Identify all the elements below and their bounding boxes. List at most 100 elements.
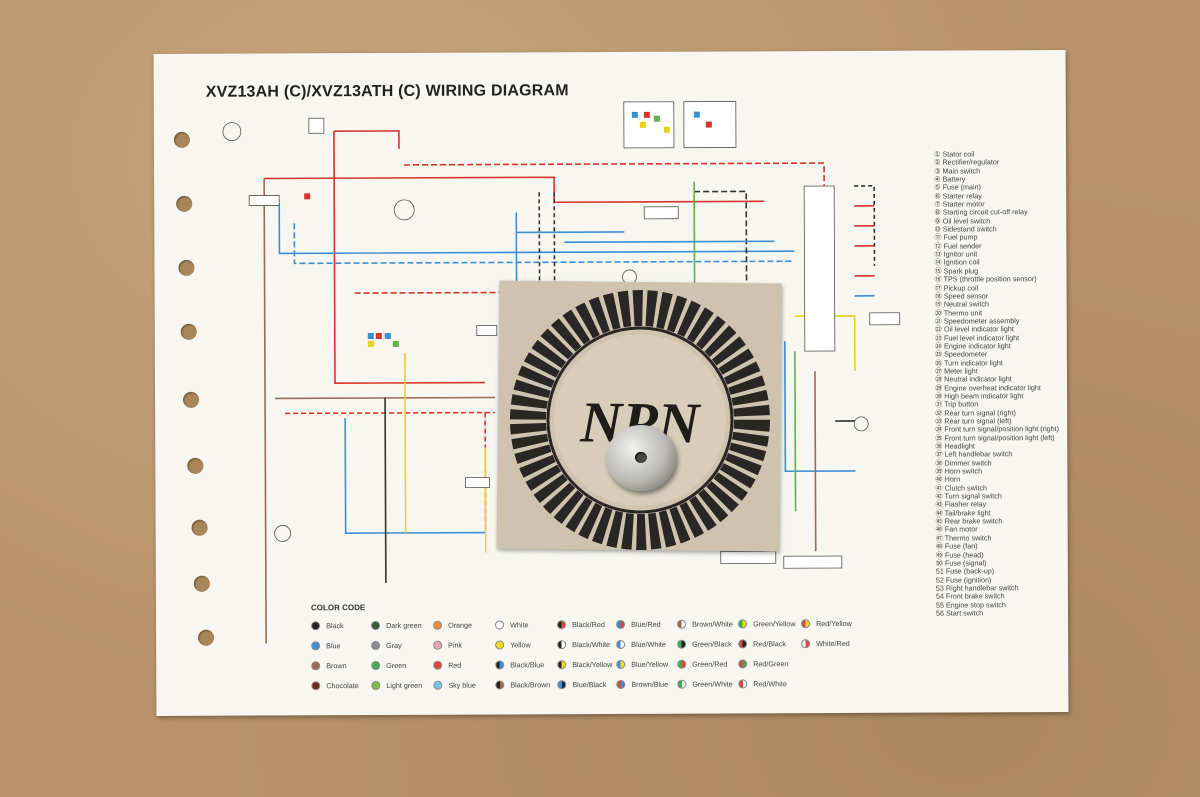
color-code-item: Black/White [557,638,610,650]
color-code-item: Black/Brown [495,678,550,690]
color-code-label: Yellow [510,639,531,649]
color-code-item: Light green [371,679,422,691]
color-code-label: Brown [326,660,347,670]
wire-color-swatch [616,679,626,689]
wire-color-swatch [433,640,443,650]
color-code-item: White [495,618,528,630]
wire-color-swatch [311,640,321,650]
color-code-item: Gray [371,639,402,651]
wire-color-swatch [677,639,687,649]
color-code-title: COLOR CODE [310,603,366,613]
color-code-label: Green/Black [692,638,732,649]
color-code-label: Red/Yellow [816,618,852,628]
wire-color-swatch [557,659,567,669]
color-code-item: Black [311,619,344,631]
color-code-label: Black/Red [572,619,605,629]
npn-sticker: NPN [496,280,782,552]
wire-color-swatch [677,679,687,689]
color-code-item: Blue/White [616,638,666,650]
color-code-item: Pink [433,639,462,651]
wire-color-swatch [801,618,811,628]
color-code-label: Green [386,660,407,670]
color-code-item: Red/Yellow [801,617,852,629]
wire-color-swatch [677,659,687,669]
wire-color-swatch [433,620,443,630]
color-code-label: Blue/Yellow [631,659,669,669]
color-code-label: White [510,619,529,629]
color-code-item: White/Red [801,637,850,649]
color-code-label: Brown/White [692,618,733,629]
wire-color-swatch [557,679,567,689]
legend-item: 56 Start switch [935,608,984,618]
color-code-label: Light green [386,680,423,690]
color-code-item: Chocolate [311,679,359,691]
color-code-item: Red/Green [738,657,788,669]
wire-color-swatch [738,678,748,688]
color-code-item: Blue [311,639,341,651]
tire-rim [546,326,734,514]
color-code-item: Blue/Black [557,678,606,690]
color-code-label: Orange [448,620,473,630]
color-code-item: Green/Black [677,637,732,649]
color-code-label: Blue/Red [631,619,661,629]
color-code-label: Red/Green [753,658,789,668]
wire-color-swatch [495,619,505,630]
color-code-label: Blue [326,640,341,650]
color-code-item: Brown [311,659,347,671]
wire-color-swatch [495,659,505,670]
color-code-item: Brown/Blue [616,678,668,690]
color-code-item: Sky blue [433,679,476,691]
color-code-item: Brown/White [677,617,733,629]
color-code-label: Green/Red [692,658,728,669]
color-code-label: Sky blue [448,680,476,690]
wire-color-swatch [311,660,321,670]
color-code-item: Black/Blue [495,658,544,670]
wire-color-swatch [738,638,748,648]
color-code-label: Black/Brown [510,679,551,689]
wire-color-swatch [616,619,626,629]
color-code-label: Chocolate [326,680,359,690]
wire-color-swatch [371,660,381,670]
wire-color-swatch [495,639,505,650]
color-code-label: Red/White [753,678,787,688]
color-code-label: Blue/White [631,639,666,649]
wire-color-swatch [557,619,567,629]
wire-color-swatch [616,659,626,669]
color-code-item: Blue/Red [616,618,661,630]
color-code-item: Green/White [677,677,733,689]
color-code-label: White/Red [816,638,850,648]
color-code-label: Gray [386,640,402,650]
wire-color-swatch [616,639,626,649]
color-code-item: Black/Red [557,618,605,630]
color-code-item: Black/Yellow [557,658,612,670]
color-code-item: Orange [433,619,472,631]
wire-color-swatch [371,620,381,630]
wire-color-swatch [801,638,811,648]
tire-center [553,334,726,507]
color-code-item: Green/Yellow [738,617,796,629]
wire-color-swatch [738,618,748,628]
color-code-label: Red/Black [753,638,786,648]
color-code-label: Green/White [692,678,733,689]
color-code-item: Blue/Yellow [616,658,668,670]
wire-color-swatch [433,680,443,690]
color-code-label: Black/White [572,639,611,649]
color-code-label: Black [326,620,344,630]
color-code-label: Blue/Black [572,679,607,689]
wire-color-swatch [311,680,321,690]
wire-color-swatch [495,679,505,690]
color-code-label: Black/Yellow [572,659,613,669]
tire-logo-artwork: NPN [509,290,770,551]
color-code-label: Dark green [386,620,422,630]
wire-color-swatch [311,620,321,630]
wire-color-swatch [677,619,687,629]
wire-color-swatch [738,658,748,668]
round-magnet [606,425,676,491]
wire-color-swatch [433,660,443,670]
color-code-label: Black/Blue [510,659,545,669]
color-code-label: Red [448,660,462,670]
color-code-item: Yellow [495,638,531,650]
color-code-label: Green/Yellow [753,618,796,628]
wire-color-swatch [557,639,567,649]
